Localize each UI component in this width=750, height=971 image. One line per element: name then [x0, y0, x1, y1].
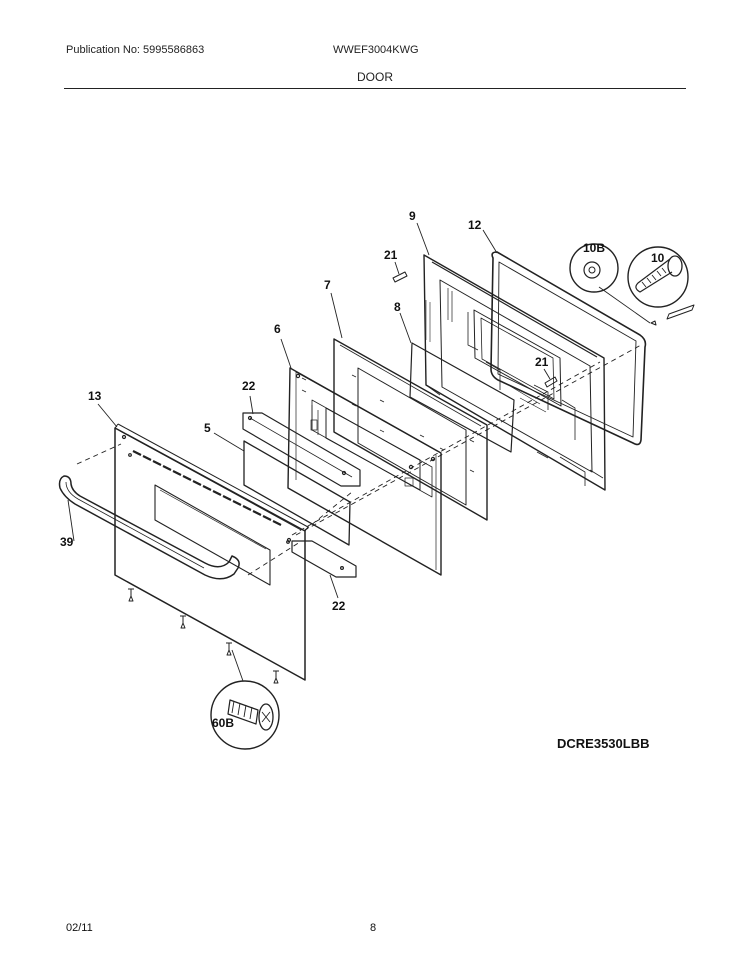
- callout-12: 12: [468, 218, 482, 232]
- callout-6: 6: [274, 322, 281, 336]
- inner-glass-part: [333, 338, 488, 521]
- header-rule: [64, 88, 686, 89]
- insulation-part: [409, 342, 515, 453]
- upper-channel-part: [242, 412, 361, 487]
- outer-glass-part: [243, 440, 351, 546]
- callout-21-upper: 21: [384, 248, 398, 262]
- callout-22-lower: 22: [332, 599, 346, 613]
- clip-part: [392, 271, 408, 283]
- callout-21-lower: 21: [535, 355, 549, 369]
- callout-9: 9: [409, 209, 416, 223]
- footer-date: 02/11: [66, 922, 93, 934]
- callout-22-upper: 22: [242, 379, 256, 393]
- washer-callout: [569, 243, 619, 293]
- page-number: 8: [370, 922, 377, 934]
- callout-7: 7: [324, 278, 331, 292]
- window-frame-part: [287, 367, 442, 576]
- door-seal-part: [490, 251, 647, 446]
- page-title: DOOR: [357, 70, 393, 84]
- drawing-code: DCRE3530LBB: [557, 736, 650, 751]
- model-number: WWEF3004KWG: [333, 44, 419, 56]
- publication-number: Publication No: 5995586863: [66, 44, 205, 56]
- clip-part: [544, 376, 558, 388]
- callout-10b: 10B: [583, 241, 605, 255]
- outer-door-part: [114, 423, 309, 681]
- callout-10: 10: [651, 251, 665, 265]
- inner-door-liner-part: [423, 254, 606, 491]
- screw-callout: [627, 246, 689, 308]
- callout-60b: 60B: [212, 716, 234, 730]
- lower-channel-part: [291, 540, 357, 578]
- callout-13: 13: [88, 389, 102, 403]
- door-screws: [128, 588, 279, 684]
- door-handle-part: [58, 475, 240, 580]
- callout-8: 8: [394, 300, 401, 314]
- screw-60b-callout: [210, 680, 280, 750]
- callout-39: 39: [60, 535, 74, 549]
- callout-5: 5: [204, 421, 211, 435]
